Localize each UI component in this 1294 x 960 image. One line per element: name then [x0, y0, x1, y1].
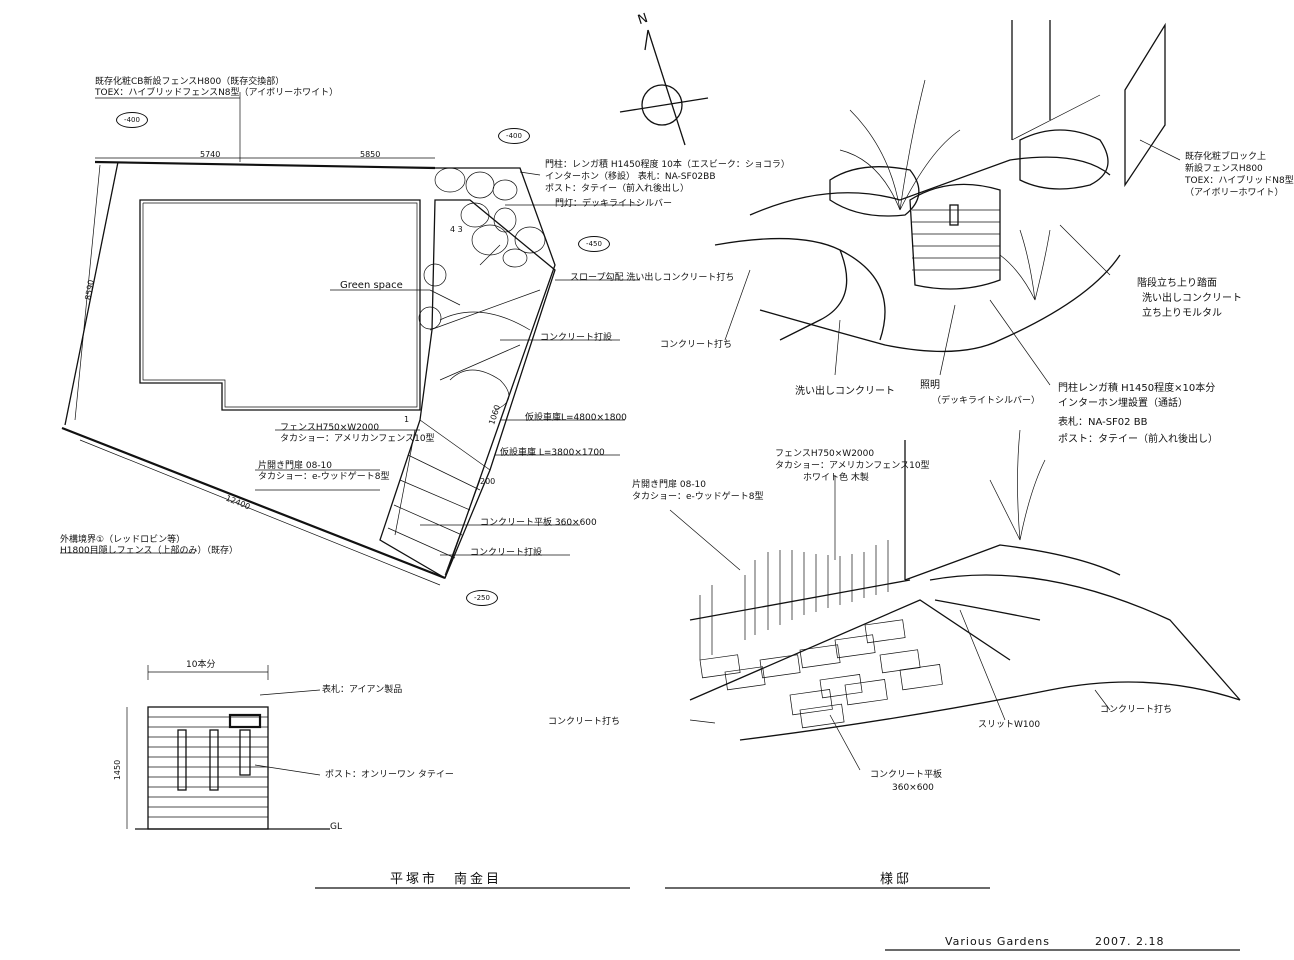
persp-brick-fence-1: 既存化粧ブロック上 [1185, 152, 1267, 162]
note-takasho-fence: タカショー：アメリカンフェンス10型 [280, 434, 435, 444]
note-post: ポスト：タテイー（前入れ後出し） [545, 184, 690, 194]
persp2-concrete-left: コンクリート打ち [548, 717, 621, 727]
dim-5740: 5740 [200, 150, 221, 159]
dim-200: 200 [480, 477, 496, 486]
dim-5850: 5850 [360, 150, 381, 159]
persp-gate-2: インターホン埋設置（通話） [1058, 398, 1188, 409]
fence-note-line1: 既存化粧CB新設フェンスH800（既存交換部） [95, 77, 285, 87]
persp2-fence-3: ホワイト色 木製 [803, 473, 869, 483]
dim-1: 1 [404, 415, 410, 424]
level-badge-1: -400 [116, 112, 148, 128]
note-slope: スロープ勾配 洗い出しコンクリート打ち [570, 273, 735, 283]
note-paver: コンクリート平板 360×600 [480, 518, 597, 528]
persp2-gate-1: 片開き門扉 08-10 [632, 480, 707, 490]
persp-step-2: 洗い出しコンクリート [1142, 293, 1242, 304]
note-boundary-2: H1800目隠しフェンス（上部のみ）（既存） [60, 546, 238, 556]
note-concrete-1: コンクリート打設 [540, 333, 613, 343]
persp-brick-fence-2: 新設フェンスH800 [1185, 164, 1263, 174]
site-plan [60, 92, 640, 586]
note-boundary-1: 外構境界①（レッドロビン等） [60, 535, 186, 545]
persp2-paver-1: コンクリート平板 [870, 770, 943, 780]
persp-gate-1: 門柱レンガ積 H1450程度×10本分 [1058, 383, 1216, 394]
elev-nameplate: 表札：アイアン製品 [322, 685, 403, 695]
note-gate-brick: 門柱：レンガ積 H1450程度 10本（エスビーク：ショコラ） [545, 160, 790, 170]
persp-plate: 表札：NA-SF02 BB [1058, 417, 1148, 428]
persp-brick-fence-3: TOEX：ハイブリッドN8型 [1185, 176, 1294, 186]
elev-height: 1450 [113, 759, 123, 781]
persp-light-1: 照明 [920, 380, 940, 391]
level-badge-2: -400 [498, 128, 530, 144]
title-location: 平塚市 南金目 [390, 872, 503, 887]
perspective-bottom [669, 429, 1241, 771]
persp-brick-fence-4: （アイボリーホワイト） [1185, 188, 1284, 198]
note-light: 門灯：デッキライトシルバー [555, 199, 673, 209]
persp2-fence-2: タカショー：アメリカンフェンス10型 [775, 461, 930, 471]
persp-step-1: 階段立ち上り踏面 [1137, 278, 1217, 289]
note-carport-1: 仮設車庫L=4800×1800 [525, 413, 627, 423]
persp2-fence-1: フェンスH750×W2000 [775, 449, 875, 459]
note-fence-size: フェンスH750×W2000 [280, 423, 380, 433]
north-arrow [619, 29, 709, 146]
persp-step-3: 立ち上りモルタル [1142, 308, 1222, 319]
note-carport-2: 仮設車庫 L=3800×1700 [500, 448, 605, 458]
note-takasho-gate: タカショー：e-ウッドゲート8型 [258, 472, 390, 482]
level-badge-4: -250 [466, 590, 498, 606]
persp-post: ポスト：タテイー（前入れ後出し） [1058, 434, 1218, 445]
fence-note-line2: TOEX：ハイブリッドフェンスN8型（アイボリーホワイト） [95, 88, 339, 98]
persp2-gate-2: タカショー：e-ウッドゲート8型 [632, 492, 764, 502]
level-badge-3: -450 [578, 236, 610, 252]
persp-washout: 洗い出しコンクリート [795, 386, 895, 397]
note-green-space: Green space [340, 280, 403, 291]
note-gate-open: 片開き門扉 08-10 [258, 461, 333, 471]
signature-company: Various Gardens [945, 935, 1050, 948]
title-client: 様邸 [880, 872, 913, 887]
elev-post: ポスト：オンリーワン タテイー [325, 770, 454, 780]
persp2-concrete-right: コンクリート打ち [1100, 705, 1173, 715]
dim-4-3: 4 3 [450, 225, 463, 234]
persp2-slit: スリットW100 [978, 720, 1041, 730]
persp2-paver-2: 360×600 [892, 783, 934, 793]
elev-top-dim: 10本分 [186, 660, 216, 670]
persp-concrete: コンクリート打ち [660, 340, 733, 350]
persp-light-2: （デッキライトシルバー） [932, 396, 1041, 406]
elev-gl: GL [330, 822, 342, 832]
gate-post-elevation [126, 665, 330, 830]
note-concrete-2: コンクリート打設 [470, 548, 543, 558]
signature-date: 2007. 2.18 [1095, 935, 1165, 948]
note-intercom: インターホン（移設） 表札：NA-SF02BB [545, 172, 716, 182]
perspective-top [714, 20, 1181, 386]
